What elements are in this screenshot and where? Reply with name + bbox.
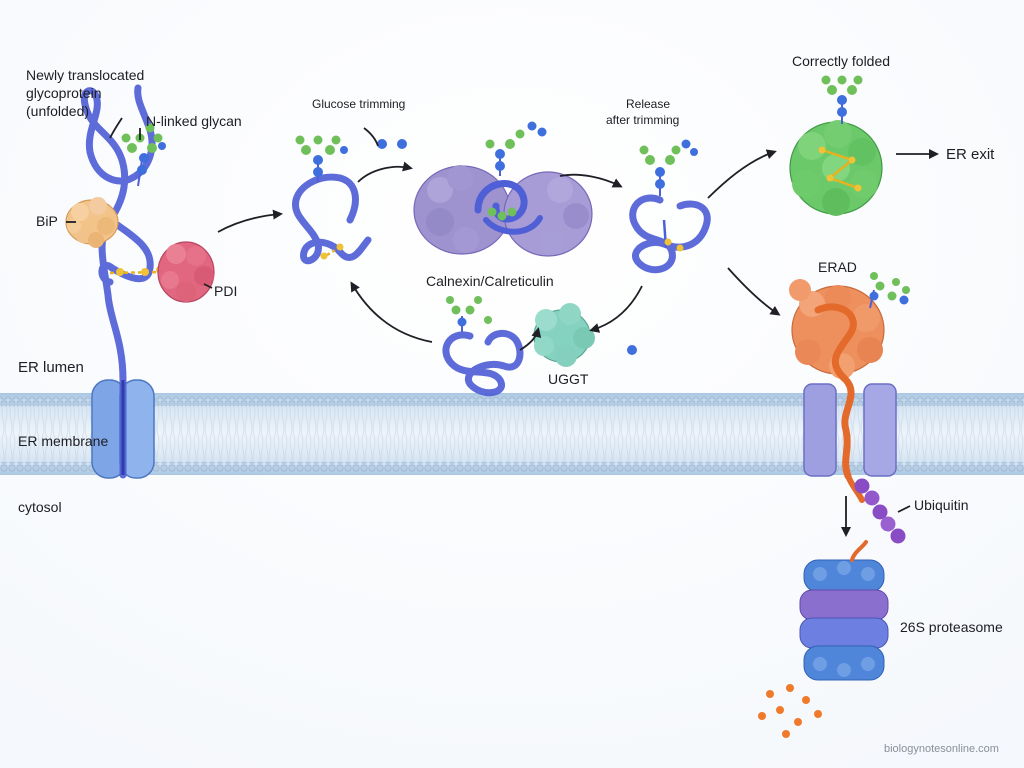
erad-channel xyxy=(803,383,897,477)
er-membrane-bilayer xyxy=(0,393,1024,475)
arrow-back-to-intermediate xyxy=(350,281,433,343)
pdi-enzyme xyxy=(157,241,215,303)
label-proteasome: 26S proteasome xyxy=(900,619,1003,635)
arrow-to-intermediate xyxy=(217,209,283,233)
nascent-protein-chain xyxy=(80,84,156,479)
leader-ubiquitin xyxy=(897,505,911,513)
label-pdi: PDI xyxy=(214,283,237,299)
watermark: biologynotesonline.com xyxy=(884,743,999,755)
label-calnexin-calreticulin: Calnexin/Calreticulin xyxy=(426,273,554,289)
glycoprotein-intermediate xyxy=(292,135,372,265)
label-correctly-folded: Correctly folded xyxy=(792,53,890,69)
label-n-linked-glycan: N-linked glycan xyxy=(146,113,242,129)
label-bip: BiP xyxy=(36,213,58,229)
arrow-to-calnexin xyxy=(357,161,413,183)
arrow-to-uggt xyxy=(589,285,643,333)
calnexin-calreticulin-complex xyxy=(413,121,593,257)
label-cytosol: cytosol xyxy=(18,499,62,515)
leader-nascent xyxy=(109,117,123,139)
label-release-1: Release xyxy=(626,97,670,111)
leader-pdi xyxy=(203,283,213,289)
glycoprotein-released xyxy=(629,139,711,274)
label-glucose-trimming: Glucose trimming xyxy=(312,97,405,111)
leader-glucose xyxy=(363,127,379,147)
arrow-to-erad xyxy=(727,267,781,316)
translocon-channel xyxy=(91,379,155,479)
glucose-readded xyxy=(627,345,637,355)
bip-chaperone xyxy=(65,197,119,248)
label-newly-translocated-3: (unfolded) xyxy=(26,103,89,119)
released-glucose xyxy=(377,139,407,149)
label-er-membrane: ER membrane xyxy=(18,433,108,449)
erad-complex xyxy=(789,272,910,480)
label-release-2: after trimming xyxy=(606,113,679,127)
label-er-lumen: ER lumen xyxy=(18,359,84,376)
peptide-fragments xyxy=(758,684,822,738)
label-newly-translocated-1: Newly translocated xyxy=(26,67,144,83)
unfolded-glycoprotein-uggt-cycle xyxy=(442,296,524,397)
label-uggt: UGGT xyxy=(548,371,589,387)
labels: Newly translocated glycoprotein (unfolde… xyxy=(18,53,1003,755)
label-erad: ERAD xyxy=(818,259,857,275)
pathway-arrows xyxy=(66,117,939,537)
correctly-folded-glycoprotein xyxy=(789,75,883,216)
proteasome-26s xyxy=(799,540,889,681)
arrow-to-folded xyxy=(707,149,777,199)
arrow-to-release xyxy=(559,173,623,188)
label-ubiquitin: Ubiquitin xyxy=(914,497,968,513)
extruded-chain xyxy=(845,473,865,503)
arrow-into-uggt xyxy=(519,327,542,351)
label-er-exit: ER exit xyxy=(946,146,995,163)
ubiquitin-chain xyxy=(854,478,906,544)
label-newly-translocated-2: glycoprotein xyxy=(26,85,102,101)
